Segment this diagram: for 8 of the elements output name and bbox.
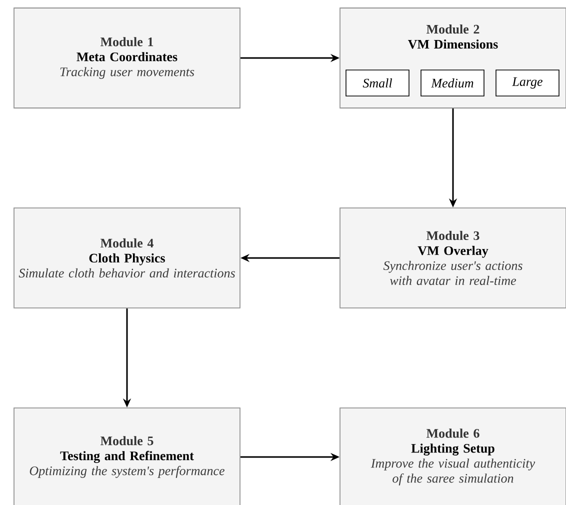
size-option-box: Medium [420, 70, 484, 96]
module-box: Module 1 Meta Coordinates Tracking user movements [14, 8, 240, 108]
size-option-box: Small [346, 70, 410, 96]
size-option-box: Large [496, 70, 560, 96]
module-box: Module 4 Cloth Physics Simulate cloth behavior and interactions [14, 208, 240, 308]
module-box: Module 5 Testing and Refinement Optimizing the system's performance [14, 408, 240, 505]
module-box: Module 3 VM Overlay Synchronize user's actions with avatar in real-time [340, 208, 566, 308]
module-box: Module 6 Lighting Setup Improve the visual authenticity of the saree simulation [340, 408, 566, 505]
